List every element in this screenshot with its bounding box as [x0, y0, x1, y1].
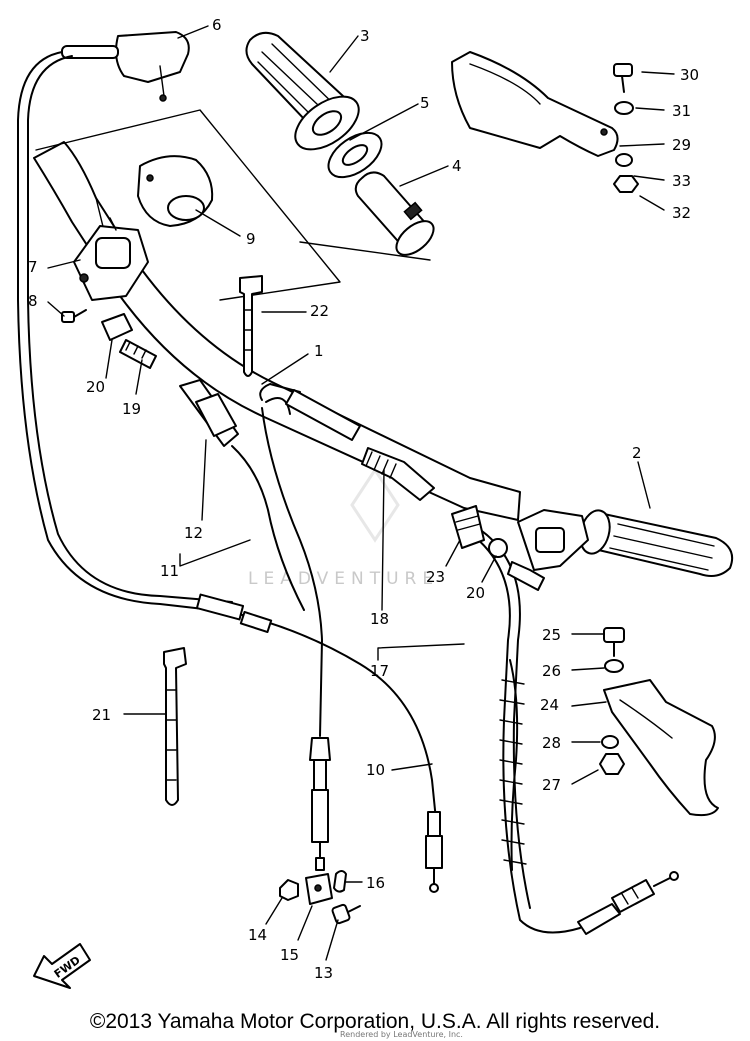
callout-4: 4 [452, 157, 462, 175]
throttle-housing [61, 31, 190, 102]
lever-holder-left [73, 217, 149, 301]
callout-30: 30 [680, 66, 699, 84]
lever-holder-right [451, 505, 589, 591]
callout-29: 29 [672, 136, 691, 154]
brake-cable-upper [259, 383, 435, 501]
cable-band-large [163, 647, 187, 806]
washer-28 [601, 735, 619, 749]
nut-32 [613, 175, 639, 193]
callout-27: 27 [542, 776, 561, 794]
watermark-caption: Rendered by LeadVenture, Inc. [340, 1030, 463, 1039]
callout-1: 1 [314, 342, 324, 360]
callout-8: 8 [28, 292, 38, 310]
pin-16 [333, 870, 347, 893]
bolt-13 [331, 903, 361, 925]
callout-26: 26 [542, 662, 561, 680]
callout-12: 12 [184, 524, 203, 542]
callout-21: 21 [92, 706, 111, 724]
callout-5: 5 [420, 94, 430, 112]
callout-25: 25 [542, 626, 561, 644]
callout-18: 18 [370, 610, 389, 628]
throttle-cover [137, 155, 214, 227]
watermark-logo [350, 467, 400, 543]
callout-32: 32 [672, 204, 691, 222]
callout-3: 3 [360, 27, 370, 45]
callout-10: 10 [366, 761, 385, 779]
callout-19: 19 [122, 400, 141, 418]
callout-14: 14 [248, 926, 267, 944]
callout-33: 33 [672, 172, 691, 190]
callout-20-left: 20 [86, 378, 105, 396]
washer-31 [614, 101, 634, 115]
bolt-30 [613, 63, 633, 93]
callout-6: 6 [212, 16, 222, 34]
callout-9: 9 [246, 230, 256, 248]
callout-31: 31 [672, 102, 691, 120]
front-brake-cable [455, 521, 679, 935]
leader-lines [47, 25, 675, 961]
callout-11: 11 [160, 562, 179, 580]
nut-27 [599, 753, 625, 775]
callout-23: 23 [426, 568, 445, 586]
callout-28: 28 [542, 734, 561, 752]
lever-guard-upper [451, 51, 619, 157]
throttle-tube [354, 171, 435, 256]
callout-7: 7 [28, 258, 38, 276]
grip-upper [245, 31, 360, 151]
throttle-cable [17, 51, 443, 893]
callout-numbers: 1 2 3 4 5 6 7 8 9 10 11 12 13 14 15 16 1… [28, 16, 699, 982]
clutch-cable-lower [261, 397, 331, 871]
callout-15: 15 [280, 946, 299, 964]
bolt-25 [603, 627, 625, 657]
nut-14 [279, 879, 299, 901]
grip-bracket-lines [35, 109, 431, 301]
adjuster-left [101, 313, 157, 369]
copyright-notice: ©2013 Yamaha Motor Corporation, U.S.A. A… [89, 1010, 661, 1033]
callout-2: 2 [632, 444, 642, 462]
grip-right [579, 509, 734, 577]
callout-13: 13 [314, 964, 333, 982]
washer-33 [615, 153, 633, 167]
washer-26 [604, 659, 624, 673]
callout-20-right: 20 [466, 584, 485, 602]
callout-24: 24 [540, 696, 559, 714]
forward-direction-badge: FWD [33, 943, 91, 989]
watermark-text: LEADVENTURE [248, 569, 439, 589]
cable-band-small [239, 275, 263, 377]
lever-guard-lower [603, 679, 719, 817]
bolt-8 [61, 309, 87, 323]
callout-22: 22 [310, 302, 329, 320]
callout-16: 16 [366, 874, 385, 892]
clutch-cable-boot [179, 379, 305, 611]
callout-17: 17 [370, 662, 389, 680]
cable-adjuster-bracket-15 [305, 873, 333, 905]
grip-washer [327, 131, 383, 179]
